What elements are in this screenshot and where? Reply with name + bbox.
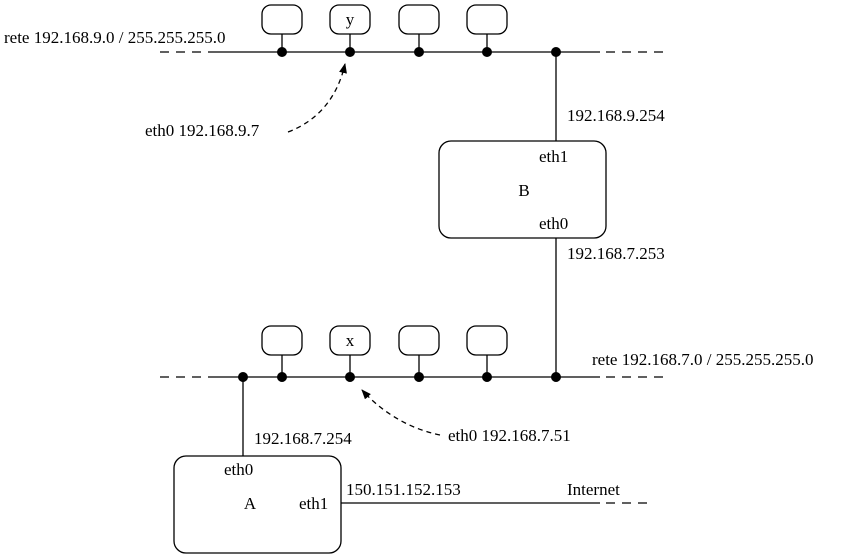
router-b-iface-top: eth1 xyxy=(539,147,568,166)
host-box xyxy=(466,4,508,35)
host-top-y: y xyxy=(329,4,371,57)
host-box xyxy=(261,325,303,356)
bus-junction-dot xyxy=(482,47,492,57)
router-b-ip-top: 192.168.9.254 xyxy=(567,106,665,125)
router-a-name: A xyxy=(244,494,257,513)
router-a-ip-top: 192.168.7.254 xyxy=(254,429,352,448)
network-top-label: rete 192.168.9.0 / 255.255.255.0 xyxy=(4,28,225,47)
bus-junction-dot xyxy=(414,372,424,382)
network-top: rete 192.168.9.0 / 255.255.255.0 y xyxy=(4,4,670,140)
annotation-arrow-x xyxy=(361,389,441,436)
router-a: 192.168.7.254 eth0 A eth1 150.151.152.15… xyxy=(173,377,650,554)
host-bottom-3 xyxy=(398,325,440,382)
host-label: y xyxy=(346,10,355,29)
host-top-1 xyxy=(261,4,303,57)
router-b-iface-bottom: eth0 xyxy=(539,214,568,233)
annotation-x-label: eth0 192.168.7.51 xyxy=(448,426,571,445)
bus-junction-dot xyxy=(277,47,287,57)
annotation-arrow-y xyxy=(287,63,347,133)
bus-junction-dot xyxy=(551,372,561,382)
host-box xyxy=(398,4,440,35)
host-top-3 xyxy=(398,4,440,57)
router-a-box xyxy=(173,455,342,554)
bus-junction-dot xyxy=(482,372,492,382)
router-a-ip-right: 150.151.152.153 xyxy=(346,480,461,499)
bus-junction-dot xyxy=(414,47,424,57)
host-box xyxy=(261,4,303,35)
host-bottom-4 xyxy=(466,325,508,382)
network-bottom-label: rete 192.168.7.0 / 255.255.255.0 xyxy=(592,350,813,369)
router-b: 192.168.9.254 eth1 B eth0 192.168.7.253 xyxy=(438,52,665,377)
router-b-name: B xyxy=(518,181,529,200)
host-top-4 xyxy=(466,4,508,57)
bus-junction-dot xyxy=(345,372,355,382)
bus-junction-dot xyxy=(345,47,355,57)
router-a-iface-top: eth0 xyxy=(224,460,253,479)
annotation-y-label: eth0 192.168.9.7 xyxy=(145,121,260,140)
host-box xyxy=(466,325,508,356)
host-box xyxy=(398,325,440,356)
bus-junction-dot xyxy=(277,372,287,382)
router-b-ip-bottom: 192.168.7.253 xyxy=(567,244,665,263)
host-label: x xyxy=(346,331,355,350)
host-bottom-x: x xyxy=(329,325,371,382)
network-bottom: rete 192.168.7.0 / 255.255.255.0 x xyxy=(160,325,813,445)
router-b-box xyxy=(438,140,607,239)
internet-label: Internet xyxy=(567,480,620,499)
host-bottom-1 xyxy=(261,325,303,382)
router-a-iface-right: eth1 xyxy=(299,494,328,513)
